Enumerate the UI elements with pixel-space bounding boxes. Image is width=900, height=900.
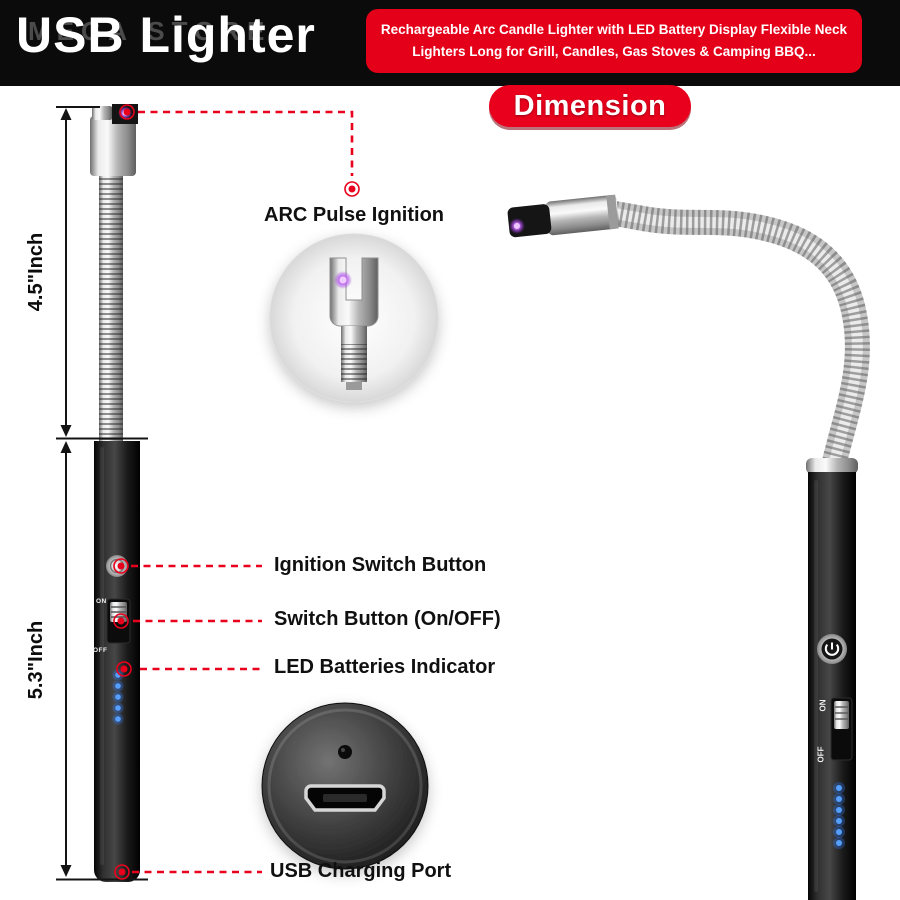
left-switch-on-label: ON (96, 598, 107, 605)
badge-line1: Rechargeable Arc Candle Lighter with LED… (380, 21, 848, 37)
neck-length-label: 4.5"Inch (25, 232, 47, 312)
ignition-button (106, 555, 128, 577)
left-switch-off-label: OFF (93, 647, 108, 654)
arrowheads (60, 108, 72, 877)
right-switch-on-label: ON (818, 699, 828, 712)
right-switch-off-label: OFF (816, 746, 826, 763)
right-handle (808, 472, 856, 900)
screw (338, 745, 352, 759)
power-icon (824, 642, 840, 656)
left-arc-head (90, 116, 136, 176)
left-lighter (90, 104, 140, 882)
right-arc-head (507, 194, 620, 238)
left-handle (94, 441, 140, 882)
page-title: USB Lighter (16, 7, 316, 63)
watermark: MEGA STORE (28, 16, 272, 46)
dimension-label: Dimension (489, 85, 691, 127)
led-indicator-label: LED Batteries Indicator (274, 656, 496, 678)
right-led-indicator (833, 782, 845, 849)
arc-ignition-inset (269, 233, 439, 403)
annotation-lines (131, 110, 354, 874)
badge-line2: Lighters Long for Grill, Candles, Gas St… (412, 44, 816, 59)
micro-usb-port (304, 784, 386, 812)
arc-pulse-label: ARC Pulse Ignition (264, 204, 444, 226)
right-lighter (507, 194, 870, 900)
usb-port-label: USB Charging Port (270, 860, 452, 882)
usb-port-inset (261, 702, 429, 870)
annotation-dots (113, 104, 360, 880)
dimension-arrows (56, 106, 148, 881)
header-bar: MEGA STORE USB Lighter Rechargeable Arc … (0, 0, 900, 86)
switch-button-label: Switch Button (On/OFF) (274, 608, 501, 630)
ignition-switch-label: Ignition Switch Button (274, 554, 487, 576)
left-led-indicator (112, 669, 124, 725)
handle-length-label: 5.3"Inch (25, 620, 47, 700)
header-badge: Rechargeable Arc Candle Lighter with LED… (366, 9, 862, 73)
right-switch-slider (834, 701, 849, 729)
